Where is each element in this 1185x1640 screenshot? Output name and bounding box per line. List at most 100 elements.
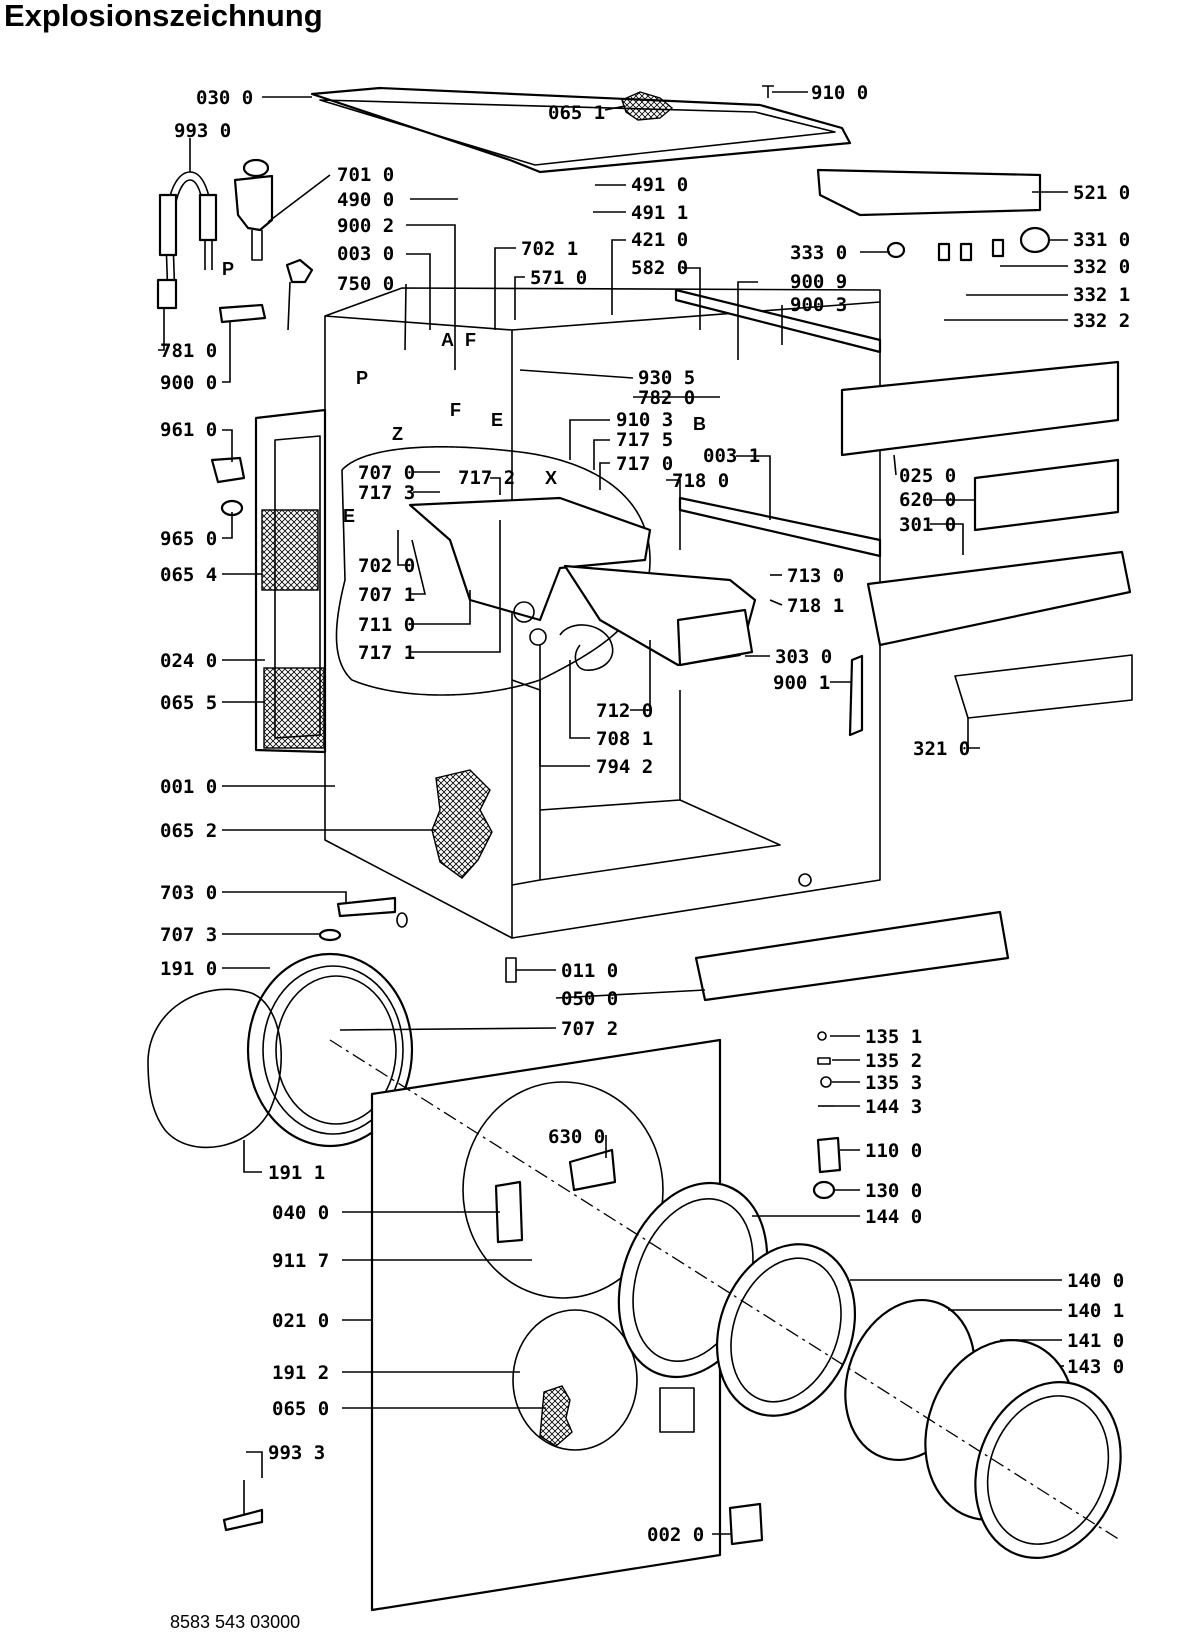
part-label: 900 9 xyxy=(790,271,847,293)
letter-label: Z xyxy=(392,424,403,444)
front-panel xyxy=(370,1038,722,1612)
part-label: 025 0 xyxy=(899,465,956,487)
part-label: 782 0 xyxy=(638,387,695,409)
part-label: 140 1 xyxy=(1067,1300,1124,1322)
part-label: 718 1 xyxy=(787,595,844,617)
control-panel-620 xyxy=(973,458,1120,532)
top-lid xyxy=(310,86,852,174)
part-label: 491 1 xyxy=(631,202,688,224)
part-label: 717 0 xyxy=(616,453,673,475)
letter-label: F xyxy=(465,330,476,350)
part-label: 993 3 xyxy=(268,1442,325,1464)
part-label: 332 0 xyxy=(1073,256,1130,278)
part-label: 135 3 xyxy=(865,1072,922,1094)
part-label: 065 4 xyxy=(160,564,217,586)
part-label: 191 0 xyxy=(160,958,217,980)
part-label: 900 0 xyxy=(160,372,217,394)
control-panel-301 xyxy=(866,550,1132,647)
part-label: 717 5 xyxy=(616,429,673,451)
part-label: 030 0 xyxy=(196,87,253,109)
part-label: 965 0 xyxy=(160,528,217,550)
decor-plate-321 xyxy=(954,654,1133,719)
control-panel-025 xyxy=(840,360,1120,457)
part-label: 930 5 xyxy=(638,367,695,389)
part-label: 144 0 xyxy=(865,1206,922,1228)
letter-labels: P F A P Z F E B X E xyxy=(222,259,706,526)
leader-lines xyxy=(158,91,1068,1535)
part-labels: 030 0 065 1 910 0 993 0 701 0 490 0 491 … xyxy=(160,82,1130,1546)
part-label: 421 0 xyxy=(631,229,688,251)
part-label: 521 0 xyxy=(1073,182,1130,204)
part-label: 331 0 xyxy=(1073,229,1130,251)
part-label: 141 0 xyxy=(1067,1330,1124,1352)
part-label: 191 2 xyxy=(272,1362,329,1384)
part-label: 003 1 xyxy=(703,445,760,467)
letter-label: E xyxy=(491,410,503,430)
part-label: 750 0 xyxy=(337,273,394,295)
cabinet-body xyxy=(324,287,881,939)
part-label: 703 0 xyxy=(160,882,217,904)
part-label: 002 0 xyxy=(647,1524,704,1546)
part-label: 065 5 xyxy=(160,692,217,714)
part-label: 040 0 xyxy=(272,1202,329,1224)
part-label: 024 0 xyxy=(160,650,217,672)
letter-label: F xyxy=(450,400,461,420)
part-label: 571 0 xyxy=(530,267,587,289)
part-label: 003 0 xyxy=(337,243,394,265)
part-label: 717 2 xyxy=(458,467,515,489)
inlet-valve xyxy=(233,174,274,232)
document-number: 8583 543 03000 xyxy=(170,1612,301,1632)
part-label: 332 1 xyxy=(1073,284,1130,306)
drawing-artwork xyxy=(147,85,1133,1612)
part-label: 707 3 xyxy=(160,924,217,946)
part-label: 781 0 xyxy=(160,340,217,362)
part-label: 900 3 xyxy=(790,294,847,316)
part-label: 582 0 xyxy=(631,257,688,279)
part-label: 707 0 xyxy=(358,462,415,484)
part-label: 717 3 xyxy=(358,482,415,504)
part-label: 144 3 xyxy=(865,1096,922,1118)
part-label: 065 2 xyxy=(160,820,217,842)
part-label: 707 1 xyxy=(358,584,415,606)
part-label: 620 0 xyxy=(899,489,956,511)
part-label: 011 0 xyxy=(561,960,618,982)
letter-label: E xyxy=(343,506,355,526)
part-label: 910 0 xyxy=(811,82,868,104)
part-label: 708 1 xyxy=(596,728,653,750)
part-label: 900 1 xyxy=(773,672,830,694)
part-label: 140 0 xyxy=(1067,1270,1124,1292)
part-label: 713 0 xyxy=(787,565,844,587)
part-label: 701 0 xyxy=(337,164,394,186)
letter-label: P xyxy=(356,368,368,388)
part-label: 303 0 xyxy=(775,646,832,668)
part-label: 711 0 xyxy=(358,614,415,636)
part-label: 717 1 xyxy=(358,642,415,664)
part-label: 135 1 xyxy=(865,1026,922,1048)
part-label: 718 0 xyxy=(672,470,729,492)
part-label: 143 0 xyxy=(1067,1356,1124,1378)
part-label: 050 0 xyxy=(561,988,618,1010)
part-label: 135 2 xyxy=(865,1050,922,1072)
part-label: 065 1 xyxy=(548,102,605,124)
part-label: 130 0 xyxy=(865,1180,922,1202)
part-label: 911 7 xyxy=(272,1250,329,1272)
part-label: 301 0 xyxy=(899,514,956,536)
part-label: 630 0 xyxy=(548,1126,605,1148)
letter-label: P xyxy=(222,259,234,279)
part-label: 993 0 xyxy=(174,120,231,142)
part-label: 321 0 xyxy=(913,738,970,760)
letter-label: B xyxy=(693,414,706,434)
part-label: 712 0 xyxy=(596,700,653,722)
part-label: 707 2 xyxy=(561,1018,618,1040)
part-label: 001 0 xyxy=(160,776,217,798)
part-label: 900 2 xyxy=(337,215,394,237)
part-label: 491 0 xyxy=(631,174,688,196)
letter-label: A xyxy=(441,330,454,350)
part-label: 702 1 xyxy=(521,238,578,260)
part-label: 065 0 xyxy=(272,1398,329,1420)
part-label: 910 3 xyxy=(616,409,673,431)
part-label: 490 0 xyxy=(337,189,394,211)
part-label: 110 0 xyxy=(865,1140,922,1162)
part-label: 332 2 xyxy=(1073,310,1130,332)
part-label: 961 0 xyxy=(160,419,217,441)
